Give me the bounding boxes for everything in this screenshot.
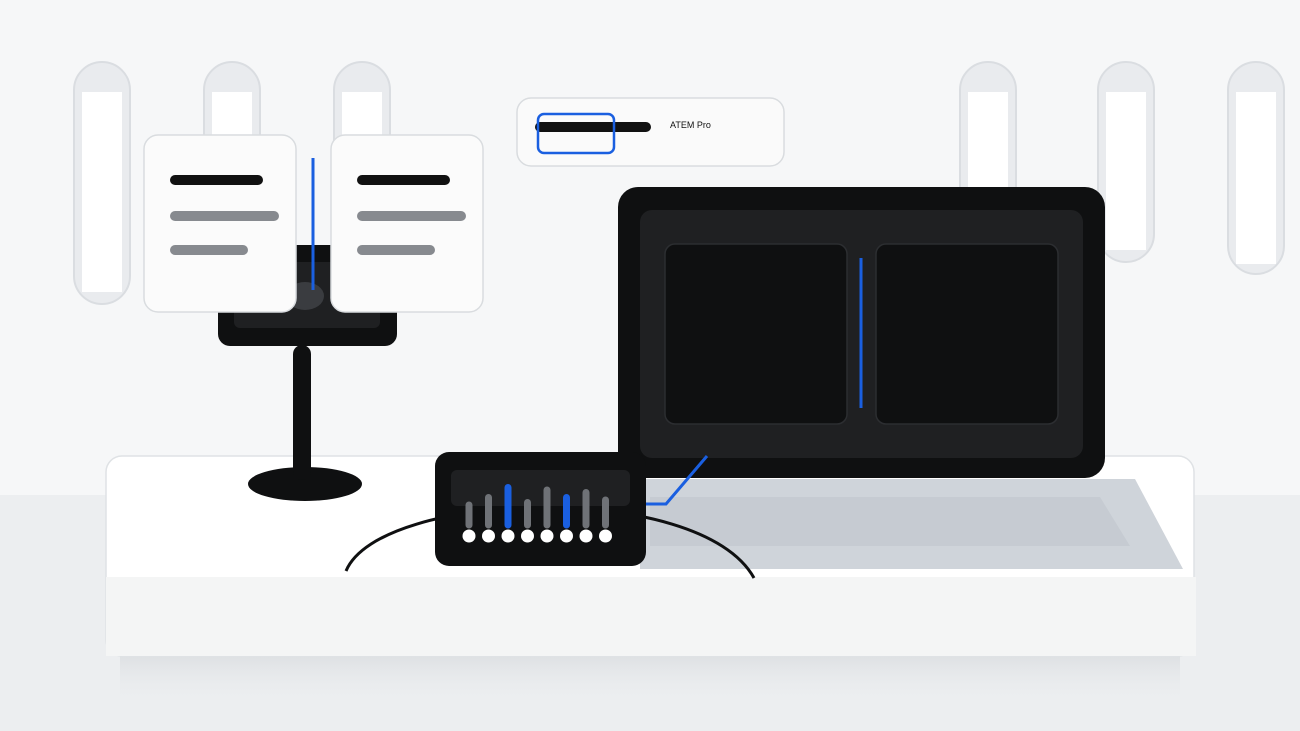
- capsule-light-icon: [1097, 61, 1155, 263]
- device-label-card: ATEM Pro: [516, 97, 785, 167]
- mixer-knob[interactable]: [599, 529, 612, 543]
- script-cards: [143, 134, 484, 313]
- audio-mixer: [435, 452, 646, 566]
- document-card-icon: [143, 134, 297, 313]
- capsule-light-icon: [73, 61, 131, 305]
- mixer-knob[interactable]: [579, 529, 593, 543]
- monitor-view-left: [664, 243, 848, 425]
- mixer-knob[interactable]: [501, 529, 515, 543]
- device-label-text: ATEM Pro: [670, 120, 711, 130]
- stand-pole: [293, 345, 311, 480]
- mixer-knob[interactable]: [482, 529, 495, 543]
- mixer-knob[interactable]: [560, 529, 573, 543]
- monitor-view-right: [875, 243, 1059, 425]
- mixer-knob[interactable]: [462, 529, 476, 543]
- monitor-icon: [618, 187, 1105, 478]
- stand-base: [248, 467, 362, 501]
- label-selection-highlight[interactable]: [536, 112, 616, 155]
- document-card-icon: [330, 134, 484, 313]
- table-shadow: [120, 650, 1180, 705]
- mixer-knob[interactable]: [521, 529, 534, 543]
- mixer-knob[interactable]: [540, 529, 554, 543]
- table-front: [106, 577, 1196, 656]
- switcher-monitor: [618, 187, 1183, 569]
- capsule-light-icon: [1227, 61, 1285, 275]
- mixer-faders: [462, 484, 612, 543]
- laptop-base-inner: [650, 497, 1130, 546]
